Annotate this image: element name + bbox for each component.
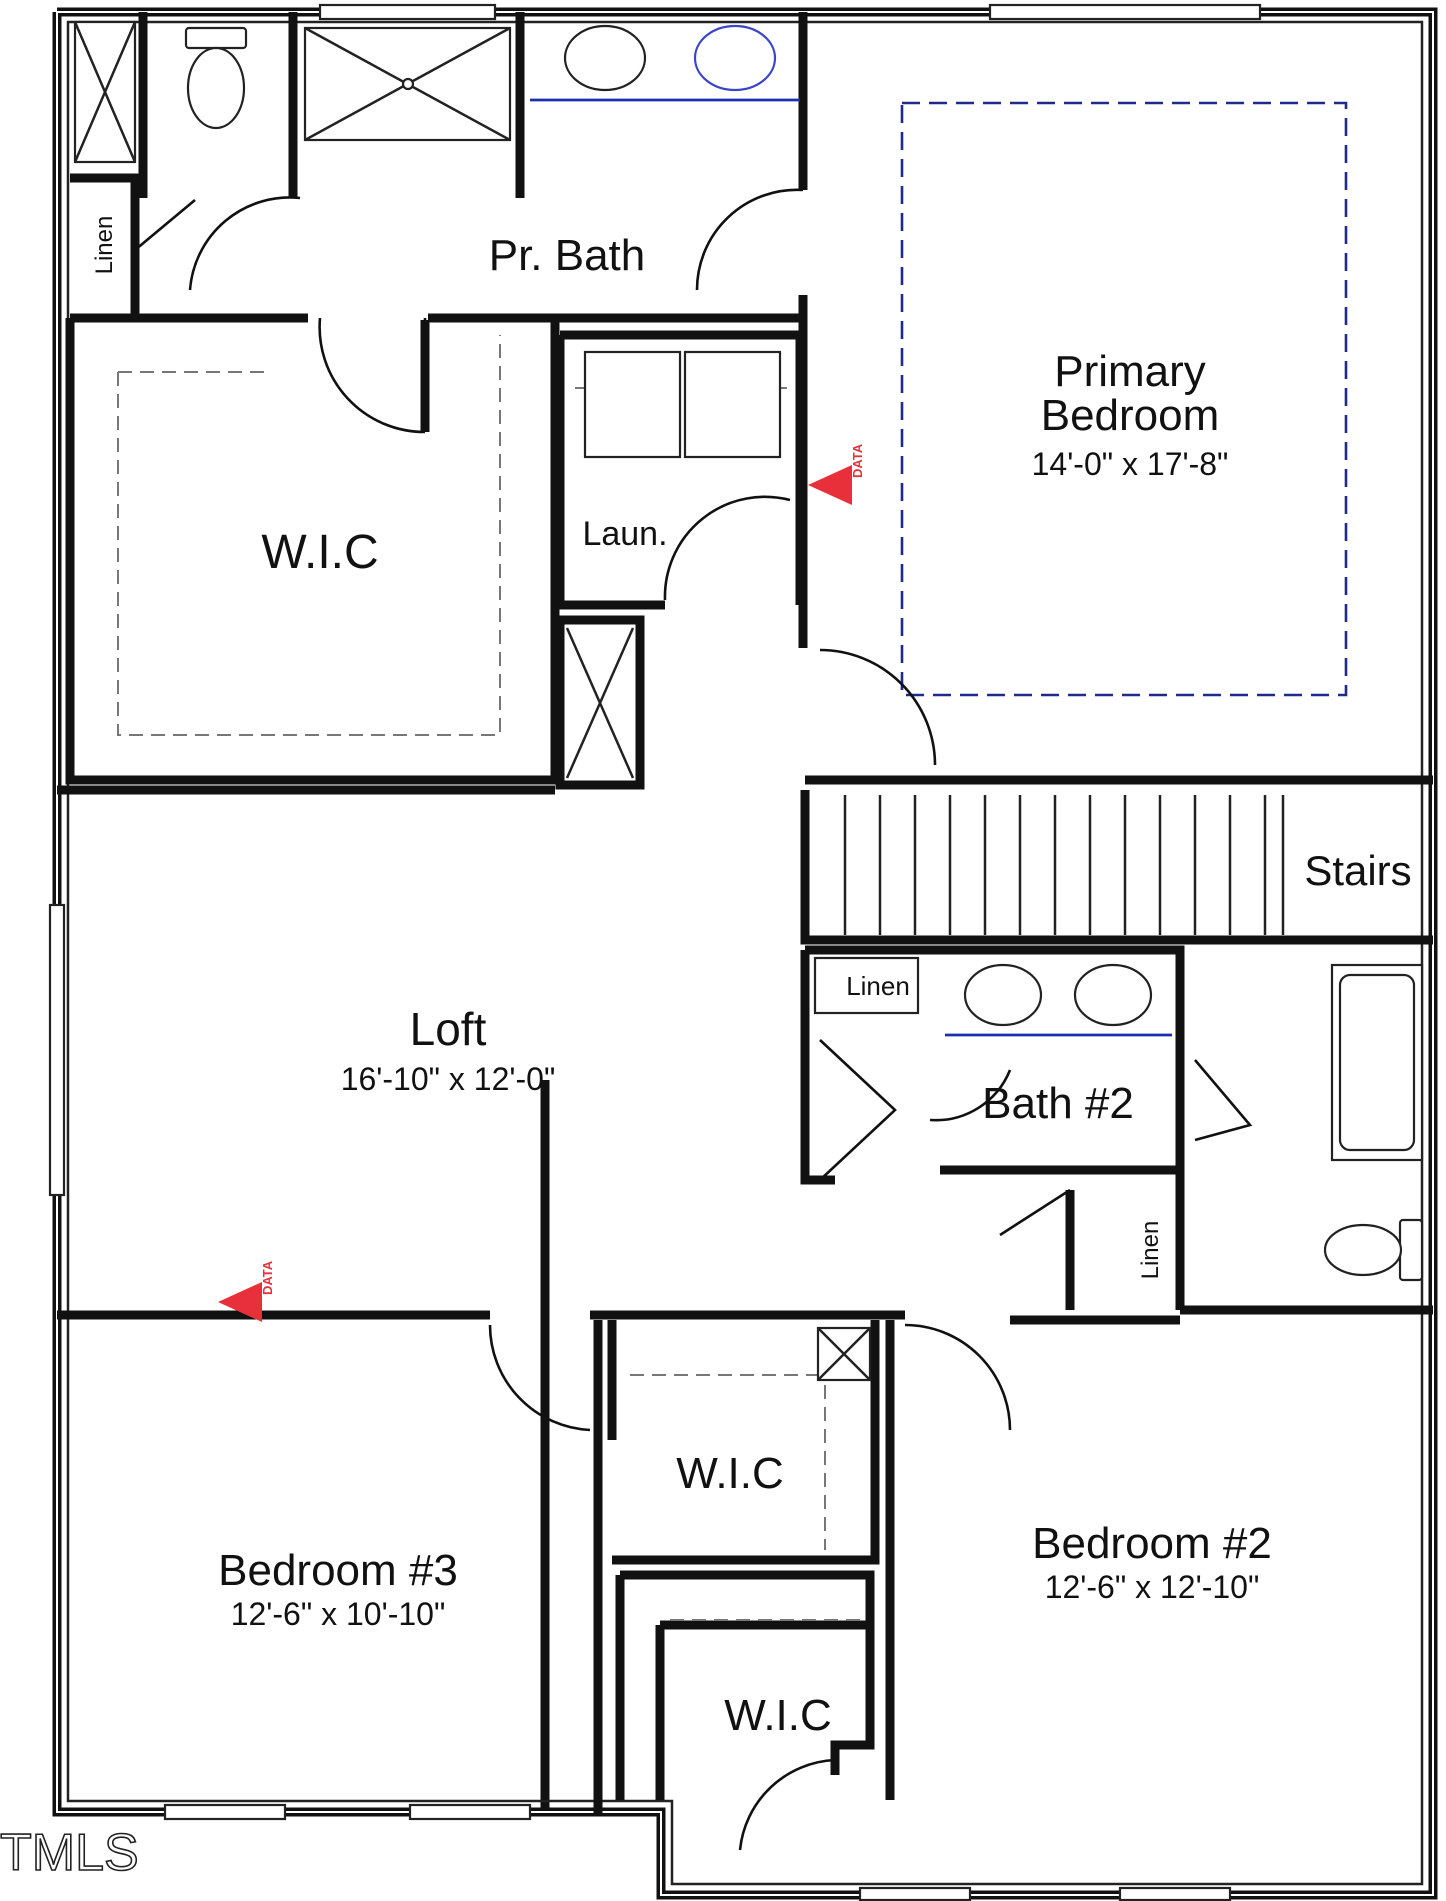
bedroom3-dims: 12'-6" x 10'-10" [231,1596,446,1632]
loft-label: Loft [410,1003,487,1055]
washer-icon [583,350,682,459]
linen-bath2-side-label: Linen [1137,1221,1164,1280]
toilet-icon [184,26,248,130]
sink-icon [963,963,1043,1027]
primary-bedroom-label-line1: Primary [1054,347,1206,396]
windows [48,3,1262,1901]
linen-bath2-top-label: Linen [846,971,910,1001]
dryer-icon [683,350,782,459]
cabinet-x-icon [565,627,635,779]
laundry-label: Laun. [582,515,667,553]
fixtures [73,20,1424,1382]
tray-ceiling-outline [900,101,1348,697]
loft-dims: 16'-10" x 12'-0" [341,1061,556,1097]
bedroom3-label: Bedroom #3 [218,1546,458,1595]
bedroom2-dims: 12'-6" x 12'-10" [1045,1569,1260,1605]
wic-bed3-label: W.I.C [676,1449,784,1498]
bath2-label: Bath #2 [982,1079,1134,1128]
linen-primary-label: Linen [91,216,118,275]
toilet-icon [1323,1218,1424,1282]
exterior-walls [52,7,1438,1900]
stairs-label: Stairs [1304,847,1411,894]
interior-walls [57,12,1433,1815]
mls-watermark: TMLS [0,1824,139,1882]
stair-treads [843,795,1285,935]
bedroom2-label: Bedroom #2 [1032,1519,1272,1568]
svg-text:DATA: DATA [850,443,865,478]
doors [134,188,1253,1851]
sink-icon [1073,963,1153,1027]
closet-labels: Linen Linen Linen [91,216,1164,1280]
data-marker-bottom: DATA [218,1260,275,1322]
primary-bedroom-label-line2: Bedroom [1041,391,1220,440]
data-marker-top: DATA [808,443,865,505]
sink-icon [693,24,777,92]
room-labels: Pr. Bath Primary Bedroom 14'-0" x 17'-8"… [218,231,1412,1740]
primary-bath-label: Pr. Bath [489,231,646,280]
primary-bedroom-dims: 14'-0" x 17'-8" [1032,446,1229,482]
wic-bed2-label: W.I.C [724,1691,832,1740]
wic-primary-label: W.I.C [261,526,378,579]
svg-text:DATA: DATA [260,1260,275,1295]
sink-icon [563,24,647,92]
